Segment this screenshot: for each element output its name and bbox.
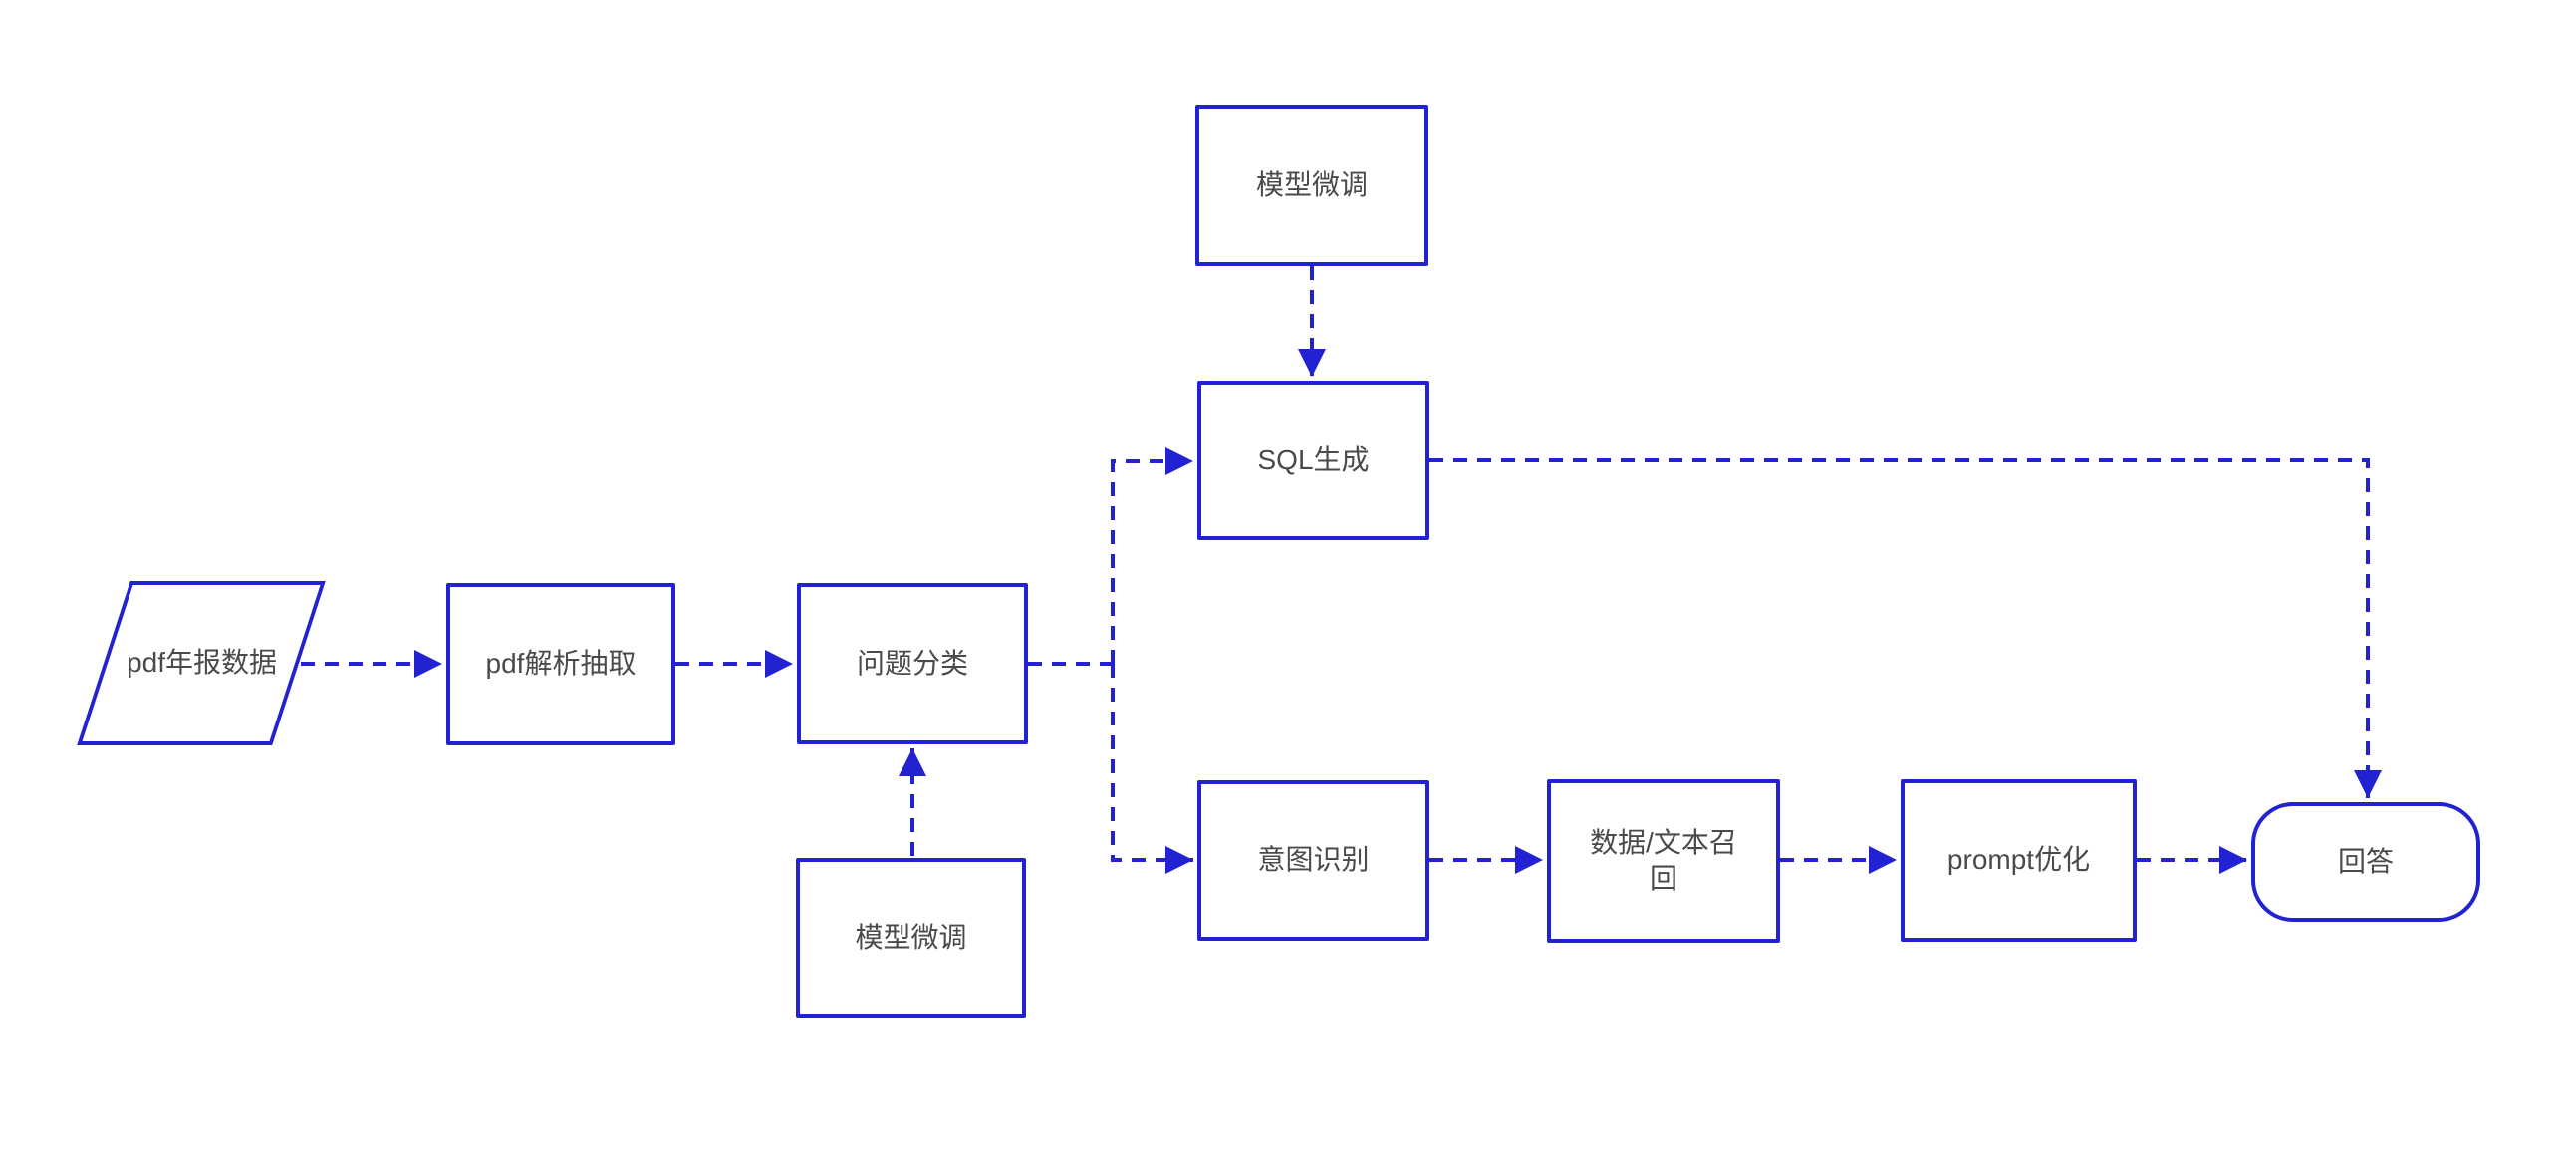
node-answer: 回答 [2251,802,2480,922]
node-question-classification: 问题分类 [797,583,1028,744]
connector-branch-to-intent [1111,664,1193,874]
node-data-text-recall: 数据/文本召回 [1547,779,1780,943]
node-label: SQL生成 [1257,443,1370,475]
node-prompt-optimization: prompt优化 [1901,779,2137,942]
node-label: pdf解析抽取 [485,648,637,680]
node-label: 数据/文本召回 [1590,826,1737,894]
node-model-finetune-top: 模型微调 [1195,105,1428,266]
node-label: 模型微调 [1255,168,1368,200]
node-label: 回答 [2337,845,2394,877]
node-sql-generation: SQL生成 [1197,381,1429,540]
node-label: prompt优化 [1946,844,2091,876]
connector-sql-to-answer [1429,458,2382,798]
connector-branch-to-sql [1111,447,1193,664]
node-pdf-parse-extract: pdf解析抽取 [446,583,675,745]
node-label: 问题分类 [856,647,968,679]
node-label: 模型微调 [855,922,967,954]
node-label: pdf年报数据 [126,647,277,679]
node-model-finetune-bottom: 模型微调 [796,858,1026,1018]
node-intent-recognition: 意图识别 [1197,780,1429,941]
node-label: 意图识别 [1257,844,1370,876]
